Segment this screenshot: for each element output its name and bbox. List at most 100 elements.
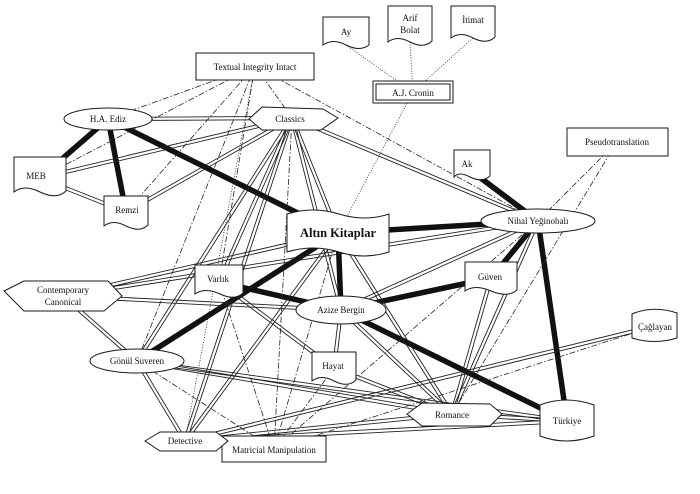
- node-meb: MEB: [13, 156, 67, 197]
- edge-nihal-turkiye: [535, 220, 570, 422]
- node-contemporary-canonical: Contemporary Canonical: [3, 280, 123, 312]
- edge-contemp-nihal: [62, 218, 538, 295]
- edge-remzi-classics: [126, 119, 294, 214]
- edge-altin-detective: [183, 231, 338, 441]
- node-itimat: İtimat: [450, 5, 496, 42]
- edge-guven-romance: [453, 278, 493, 415]
- edge-textual-nihal: [254, 65, 539, 222]
- node-aj-cronin-label: A.J. Cronin: [392, 88, 434, 98]
- edge-matricial-altin: [273, 232, 339, 450]
- node-remzi: Remzi: [103, 195, 149, 230]
- node-remzi-label: Remzi: [115, 205, 139, 215]
- node-guven-label: Güven: [478, 272, 502, 282]
- edge-nihal-romance: [453, 221, 540, 415]
- edge-remzi-classics: [124, 116, 292, 211]
- edge-detective-caglayan: [184, 324, 655, 440]
- node-nihal-yeginobali-label: Nihal Yeğinobalı: [507, 216, 569, 226]
- edge-textual-gonul: [136, 65, 256, 362]
- node-hayat-label: Hayat: [322, 361, 344, 371]
- node-ak: Ak: [453, 149, 491, 181]
- edge-azize-turkiye: [339, 307, 569, 424]
- node-detective-label: Detective: [168, 436, 202, 446]
- edge-altin-detective: [185, 233, 340, 443]
- node-contemporary-canonical-label-2: Canonical: [45, 297, 82, 307]
- node-hayat: Hayat: [311, 351, 357, 385]
- edge-classics-nihal: [291, 119, 538, 223]
- edge-matricial-classics: [273, 117, 293, 450]
- edge-altin-romance: [336, 233, 452, 416]
- node-turkiye-label: Türkiye: [553, 416, 582, 426]
- edge-nihal-azize: [341, 222, 539, 312]
- node-meb-label: MEB: [26, 171, 46, 181]
- node-romance: Romance: [406, 402, 503, 427]
- edge-gonul-detective: [137, 359, 187, 441]
- node-turkiye: Türkiye: [539, 399, 595, 442]
- node-matricial-manipulation-label: Matricial Manipulation: [232, 445, 316, 455]
- edge-meb-classics: [40, 119, 293, 180]
- edge-guven-romance: [450, 277, 490, 414]
- edge-classics-nihal: [292, 116, 539, 220]
- edge-textual-remzi: [125, 65, 256, 213]
- edge-itimat-cronin: [412, 37, 474, 93]
- node-azize-bergin-label: Azize Bergin: [317, 305, 365, 315]
- edge-detective-caglayan: [185, 327, 656, 443]
- node-ha-ediz-label: H.A. Ediz: [90, 114, 126, 124]
- node-pseudotranslation: Pseudotranslation: [566, 127, 669, 157]
- node-pseudotranslation-label: Pseudotranslation: [585, 137, 649, 147]
- edge-textual-varlik: [218, 65, 256, 283]
- node-azize-bergin: Azize Bergin: [295, 295, 387, 325]
- node-gonul-suveren: Gönül Suveren: [89, 348, 185, 374]
- node-guven: Güven: [464, 261, 518, 295]
- node-ak-label: Ak: [462, 159, 473, 169]
- edge-gonul-romance: [136, 362, 452, 417]
- node-textual-integrity: Textual Integrity Intact: [195, 52, 315, 81]
- node-textual-integrity-label: Textual Integrity Intact: [214, 62, 297, 72]
- edge-textual-detective: [184, 65, 256, 442]
- node-ay-label: Ay: [341, 27, 352, 37]
- edge-textual-classics: [254, 65, 293, 119]
- node-varlik-label: Varlık: [207, 274, 229, 284]
- node-gonul-suveren-label: Gönül Suveren: [110, 356, 165, 366]
- edge-matricial-nihal: [273, 220, 539, 450]
- node-arif-bolat: Arif Bolat: [387, 5, 433, 46]
- node-aj-cronin: A.J. Cronin: [372, 80, 454, 104]
- node-contemporary-canonical-label-1: Contemporary: [37, 285, 89, 295]
- node-nihal-yeginobali: Nihal Yeğinobalı: [480, 208, 596, 234]
- edge-classics-varlik: [220, 118, 294, 283]
- edge-gonul-romance: [137, 358, 453, 413]
- node-arif-bolat-label-2: Bolat: [400, 25, 420, 35]
- edge-textual-meb: [39, 65, 256, 179]
- node-itimat-label: İtimat: [462, 15, 484, 25]
- edge-classics-gonul: [135, 116, 292, 361]
- node-ay: Ay: [322, 16, 370, 49]
- node-altin-kitaplar: Altın Kitaplar: [286, 209, 390, 257]
- edge-azize-romance: [341, 308, 454, 414]
- edge-matricial-varlik: [218, 281, 275, 450]
- node-caglayan-label: Çağlayan: [638, 322, 672, 332]
- node-altin-kitaplar-label: Altın Kitaplar: [300, 226, 376, 240]
- edge-matricial-gonul: [136, 360, 275, 450]
- edge-classics-varlik: [217, 117, 291, 282]
- edge-classics-gonul: [137, 118, 294, 363]
- edge-altin-romance: [338, 231, 454, 414]
- edge-nihal-azize: [340, 219, 538, 309]
- edge-detective-romance: [184, 411, 452, 440]
- edge-pseudo-romance: [451, 141, 618, 415]
- edge-contemp-nihal: [63, 222, 539, 299]
- edge-meb-classics: [39, 116, 292, 177]
- node-varlik: Varlık: [194, 264, 244, 298]
- node-ha-ediz: H.A. Ediz: [63, 107, 153, 131]
- edge-nihal-romance: [450, 220, 537, 414]
- edge-cronin-altin: [337, 91, 414, 234]
- node-matricial-manipulation: Matricial Manipulation: [221, 435, 327, 463]
- node-detective: Detective: [144, 431, 229, 452]
- edge-pseudo-nihal: [537, 141, 618, 222]
- node-classics: Classics: [248, 106, 339, 131]
- node-caglayan: Çağlayan: [631, 308, 678, 342]
- edge-matricial-caglayan: [273, 325, 656, 450]
- edge-gonul-detective: [135, 361, 185, 443]
- nodes: Ay Arif Bolat İtimat Textual Integrity I…: [3, 5, 678, 463]
- node-classics-label: Classics: [275, 114, 305, 124]
- node-arif-bolat-label-1: Arif: [403, 13, 418, 23]
